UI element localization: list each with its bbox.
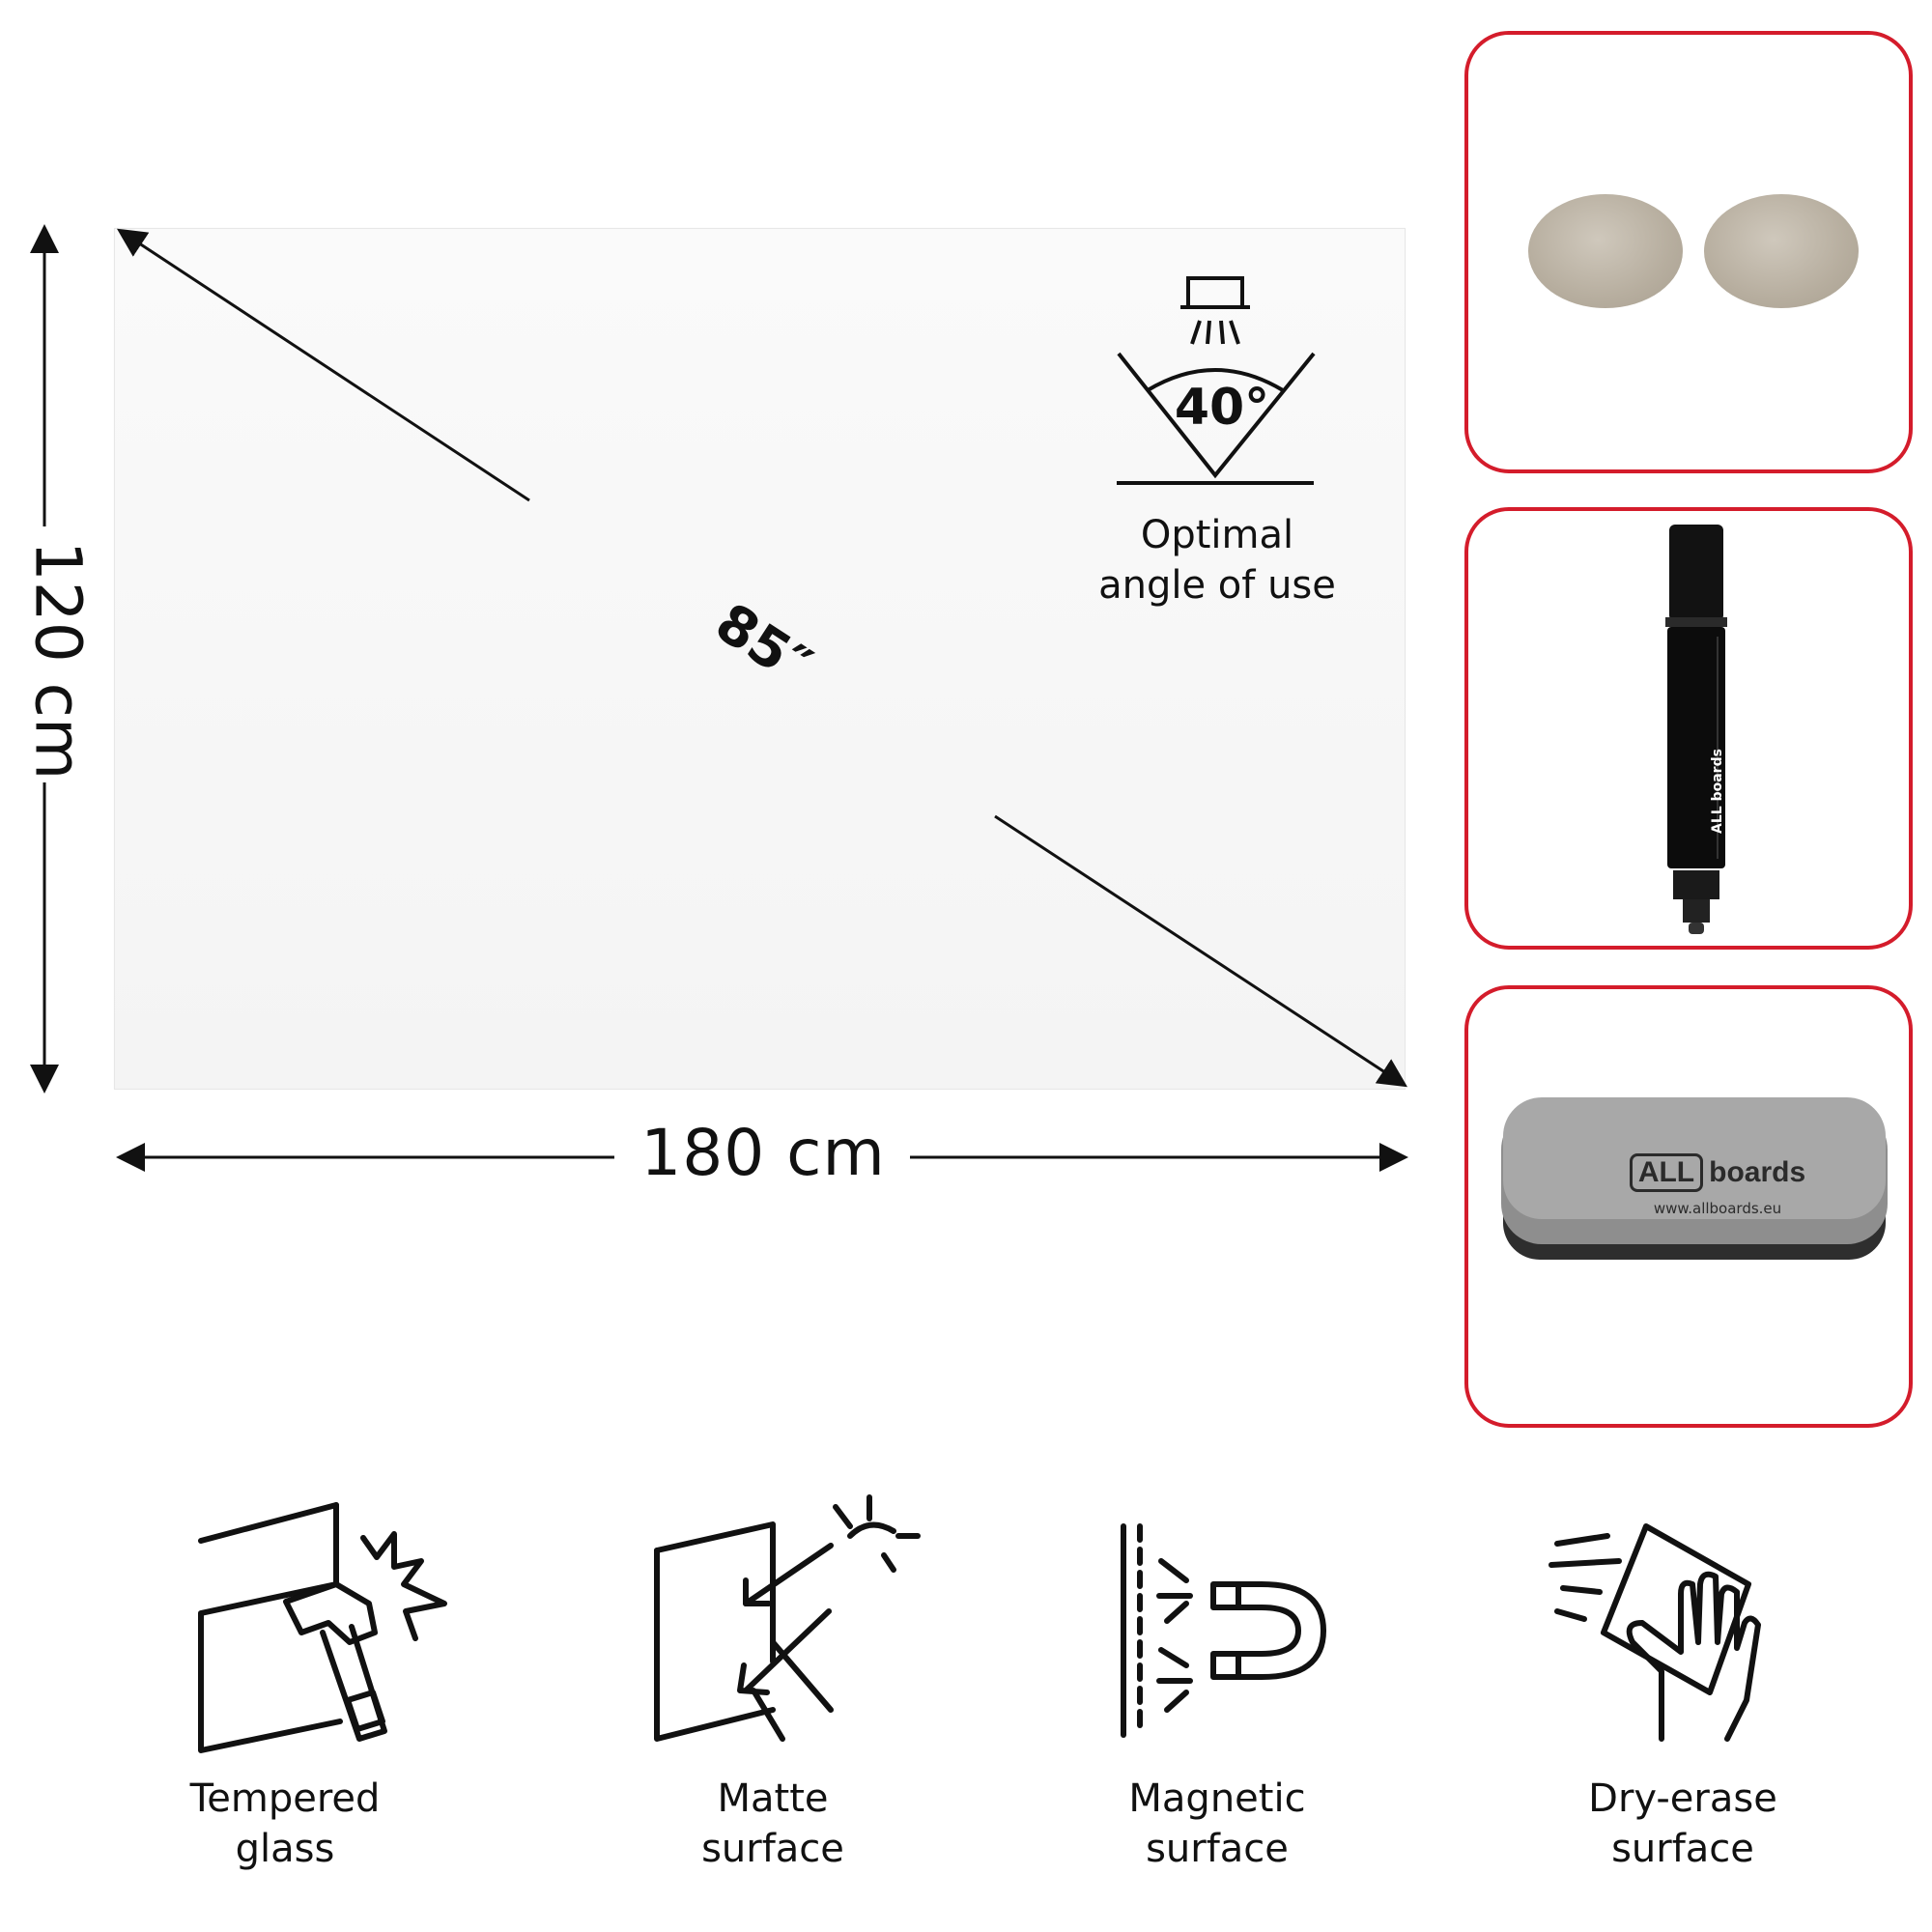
- magnet-image: [1704, 194, 1859, 329]
- sun-reflection-icon: [654, 1494, 921, 1742]
- hammer-glass-icon: [198, 1502, 447, 1753]
- marker-brand: ALL boards: [1710, 749, 1725, 834]
- feature-label-dry-erase-surface: Dry-erase surface: [1538, 1774, 1828, 1874]
- angle-value: 40°: [1174, 379, 1270, 437]
- marker-text: CHALK Marker: [1725, 736, 1741, 846]
- angle-caption-line1: Optimal: [1140, 513, 1294, 557]
- height-dimension-label: 120 cm: [20, 540, 96, 781]
- feature-label-line2: surface: [701, 1827, 844, 1871]
- eraser-brand-rest: boards: [1709, 1156, 1806, 1188]
- feature-label-matte-surface: Matte surface: [628, 1774, 918, 1874]
- feature-label-line1: Tempered: [189, 1776, 381, 1821]
- marker-image: [1665, 525, 1727, 934]
- feature-label-tempered-glass: Tempered glass: [140, 1774, 430, 1874]
- magnet-icon: [1121, 1523, 1326, 1738]
- feature-label-magnetic-surface: Magnetic surface: [1072, 1774, 1362, 1874]
- magnet-image: [1528, 194, 1683, 329]
- feature-label-line2: surface: [1146, 1827, 1289, 1871]
- eraser-image: [1501, 1097, 1888, 1260]
- feature-label-line1: Dry-erase: [1588, 1776, 1777, 1821]
- accessory-card-marker: ALL boards CHALK Marker: [1464, 507, 1913, 950]
- feature-label-line2: surface: [1611, 1827, 1754, 1871]
- angle-caption: Optimal angle of use: [1043, 510, 1391, 611]
- feature-label-line2: glass: [235, 1827, 335, 1871]
- marker-label: ALL boards CHALK Marker: [1710, 733, 1748, 849]
- angle-caption-line2: angle of use: [1098, 563, 1336, 608]
- accessory-card-magnets: [1464, 31, 1913, 473]
- feature-label-line1: Matte: [717, 1776, 829, 1821]
- wiping-hand-icon: [1548, 1523, 1761, 1742]
- feature-label-line1: Magnetic: [1128, 1776, 1306, 1821]
- eraser-url: www.allboards.eu: [1653, 1200, 1782, 1217]
- width-dimension-label: 180 cm: [640, 1116, 886, 1190]
- eraser-brand-box: ALL: [1629, 1153, 1704, 1192]
